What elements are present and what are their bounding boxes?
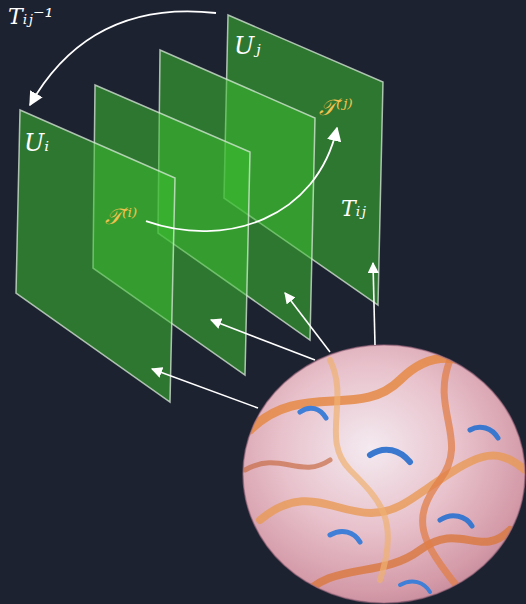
transition-map-label: Tᵢⱼ⁻¹ [8, 4, 53, 29]
transition-arrow [146, 128, 337, 231]
chart-plane: Uᵢ𝒯⁽ⁱ⁾ [16, 110, 176, 403]
trivialization-label: 𝒯⁽ʲ⁾ [316, 93, 358, 125]
trivialization-text: 𝒯⁽ⁱ⁾ [105, 204, 137, 229]
open-set-label: Uⱼ [234, 33, 261, 61]
open-set-label: Uᵢ [24, 130, 49, 158]
trivialization-label: 𝒯⁽ⁱ⁾ [102, 202, 143, 234]
trivialization-text: 𝒯⁽ʲ⁾ [319, 95, 353, 120]
transition-map-label: Tᵢⱼ [341, 196, 366, 221]
transition-arrow [30, 11, 216, 105]
